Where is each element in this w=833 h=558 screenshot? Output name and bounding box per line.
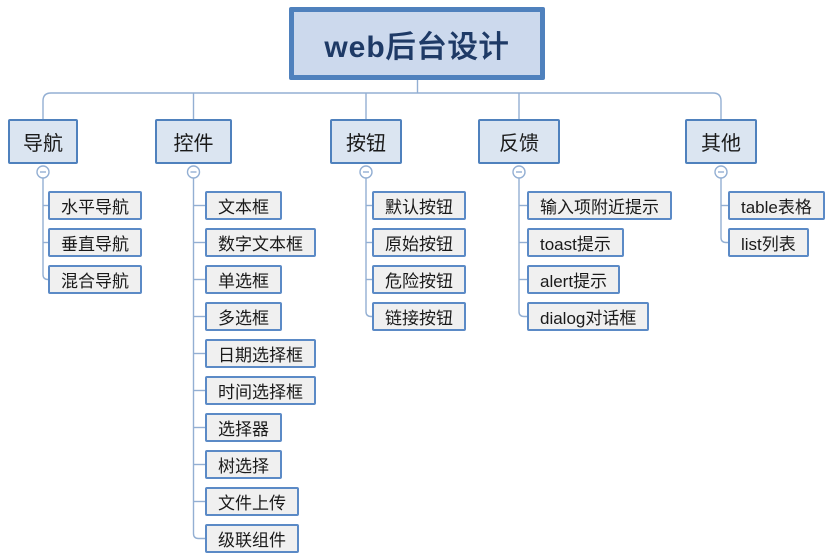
connector-line bbox=[518, 178, 527, 318]
branch-node-other[interactable]: 其他 bbox=[685, 119, 757, 164]
connector-line bbox=[192, 178, 205, 540]
collapse-minus-circle-icon[interactable] bbox=[359, 165, 373, 179]
collapse-minus-circle-icon[interactable] bbox=[186, 165, 201, 179]
child-node[interactable]: 水平导航 bbox=[48, 191, 142, 220]
child-node[interactable]: 文件上传 bbox=[205, 487, 299, 516]
child-node[interactable]: 原始按钮 bbox=[372, 228, 466, 257]
collapse-minus-circle-icon[interactable] bbox=[36, 165, 50, 179]
child-node[interactable]: 混合导航 bbox=[48, 265, 142, 294]
root-node[interactable]: web后台设计 bbox=[289, 7, 545, 80]
child-node[interactable]: 日期选择框 bbox=[205, 339, 316, 368]
collapse-minus-circle-icon[interactable] bbox=[714, 165, 728, 179]
branch-node-controls[interactable]: 控件 bbox=[155, 119, 232, 164]
child-node[interactable]: 数字文本框 bbox=[205, 228, 316, 257]
child-node[interactable]: toast提示 bbox=[527, 228, 624, 257]
child-node[interactable]: 多选框 bbox=[205, 302, 282, 331]
child-node[interactable]: dialog对话框 bbox=[527, 302, 650, 331]
child-node[interactable]: alert提示 bbox=[527, 265, 621, 294]
child-node[interactable]: table表格 bbox=[728, 191, 825, 220]
child-node[interactable]: 选择器 bbox=[205, 413, 282, 442]
child-node[interactable]: 危险按钮 bbox=[372, 265, 466, 294]
child-node[interactable]: 链接按钮 bbox=[372, 302, 466, 331]
connector-line bbox=[720, 178, 728, 244]
child-node[interactable]: 树选择 bbox=[205, 450, 282, 479]
child-node[interactable]: 时间选择框 bbox=[205, 376, 316, 405]
branch-node-buttons[interactable]: 按钮 bbox=[330, 119, 402, 164]
collapse-minus-circle-icon[interactable] bbox=[512, 165, 526, 179]
child-node[interactable]: list列表 bbox=[728, 228, 809, 257]
child-node[interactable]: 文本框 bbox=[205, 191, 282, 220]
child-node[interactable]: 单选框 bbox=[205, 265, 282, 294]
child-node[interactable]: 输入项附近提示 bbox=[527, 191, 672, 220]
connector-line bbox=[42, 92, 722, 119]
branch-node-navigation[interactable]: 导航 bbox=[8, 119, 78, 164]
child-node[interactable]: 默认按钮 bbox=[372, 191, 466, 220]
child-node[interactable]: 级联组件 bbox=[205, 524, 299, 553]
child-node[interactable]: 垂直导航 bbox=[48, 228, 142, 257]
branch-node-feedback[interactable]: 反馈 bbox=[478, 119, 560, 164]
